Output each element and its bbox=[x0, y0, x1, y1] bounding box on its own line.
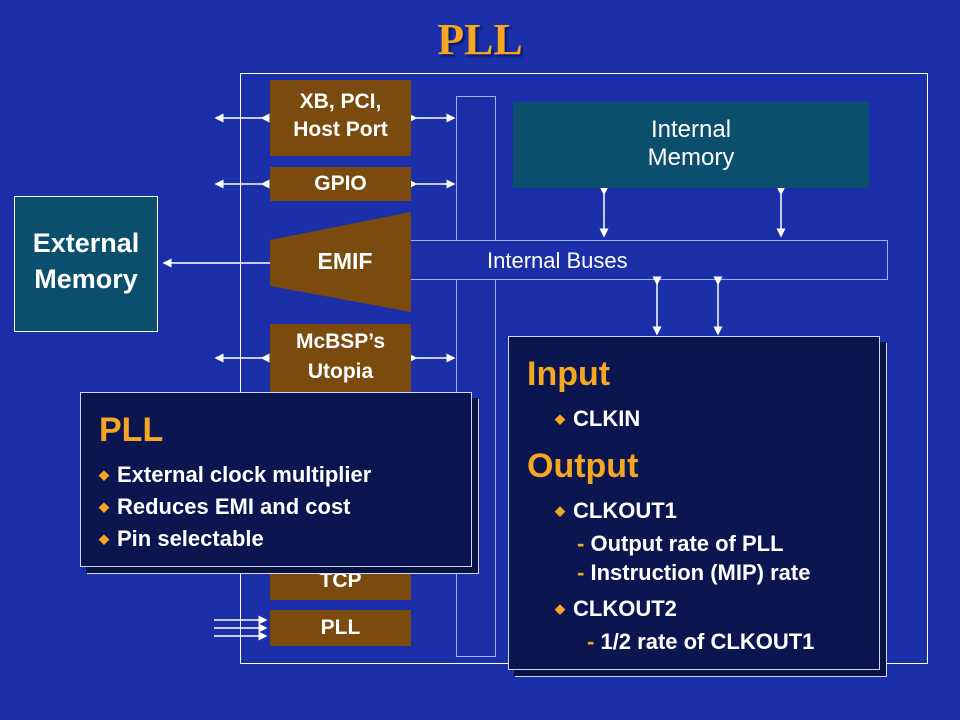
emif-shape bbox=[270, 212, 411, 312]
external-memory-line1: External bbox=[32, 228, 140, 258]
gpio-block: GPIO bbox=[270, 167, 411, 201]
external-memory-line2: Memory bbox=[34, 264, 138, 294]
pll-popup-heading: PLL bbox=[99, 411, 164, 449]
emif-label: EMIF bbox=[317, 248, 373, 274]
diamond-bullet-icon: ◆ bbox=[99, 531, 109, 546]
clkout1-notes: - Output rate of PLL - Instruction (MIP)… bbox=[577, 529, 810, 587]
xb-line1: XB, PCI, bbox=[299, 90, 382, 113]
tcp-block: TCP bbox=[270, 562, 411, 600]
pll-popup-bullets: ◆External clock multiplier ◆Reduces EMI … bbox=[99, 459, 371, 555]
diamond-bullet-icon: ◆ bbox=[99, 467, 109, 482]
internal-buses-label: Internal Buses bbox=[487, 248, 628, 273]
diamond-bullet-icon: ◆ bbox=[555, 411, 565, 426]
input-item: ◆CLKIN bbox=[555, 406, 641, 431]
mcbsp-line2: Utopia bbox=[307, 360, 374, 383]
clkout1-item: ◆CLKOUT1 bbox=[555, 498, 677, 523]
clkout2-notes: - 1/2 rate of CLKOUT1 bbox=[587, 627, 814, 656]
internal-memory-block: Internal Memory bbox=[513, 102, 869, 188]
output-heading: Output bbox=[527, 447, 639, 485]
slide-title: PLL bbox=[437, 15, 523, 64]
clkout2-item: ◆CLKOUT2 bbox=[555, 596, 677, 621]
external-memory-block: External Memory bbox=[14, 196, 158, 332]
internal-memory-line2: Memory bbox=[647, 144, 735, 171]
pll-block: PLL bbox=[270, 610, 411, 646]
internal-memory-line1: Internal bbox=[650, 116, 732, 143]
clkout1-note: - Output rate of PLL bbox=[577, 531, 784, 556]
pll-bullet: ◆Reduces EMI and cost bbox=[99, 494, 351, 519]
mcbsp-utopia-block: McBSP’s Utopia bbox=[270, 324, 411, 394]
diamond-bullet-icon: ◆ bbox=[555, 503, 565, 518]
clkout1-note: - Instruction (MIP) rate bbox=[577, 560, 811, 585]
pll-bullet: ◆Pin selectable bbox=[99, 526, 264, 551]
diamond-bullet-icon: ◆ bbox=[555, 601, 565, 616]
xb-pci-host-port-block: XB, PCI, Host Port bbox=[270, 80, 411, 156]
diamond-bullet-icon: ◆ bbox=[99, 499, 109, 514]
input-heading: Input bbox=[527, 355, 611, 393]
io-info-popup: Input ◆CLKIN Output ◆CLKOUT1 - Output ra… bbox=[508, 336, 880, 670]
xb-line2: Host Port bbox=[293, 118, 388, 141]
pll-bullet: ◆External clock multiplier bbox=[99, 462, 372, 487]
clkout2-note: - 1/2 rate of CLKOUT1 bbox=[587, 629, 815, 654]
internal-bus-horizontal bbox=[410, 240, 888, 280]
pll-info-popup: PLL ◆External clock multiplier ◆Reduces … bbox=[80, 392, 472, 567]
mcbsp-line1: McBSP’s bbox=[295, 330, 386, 353]
